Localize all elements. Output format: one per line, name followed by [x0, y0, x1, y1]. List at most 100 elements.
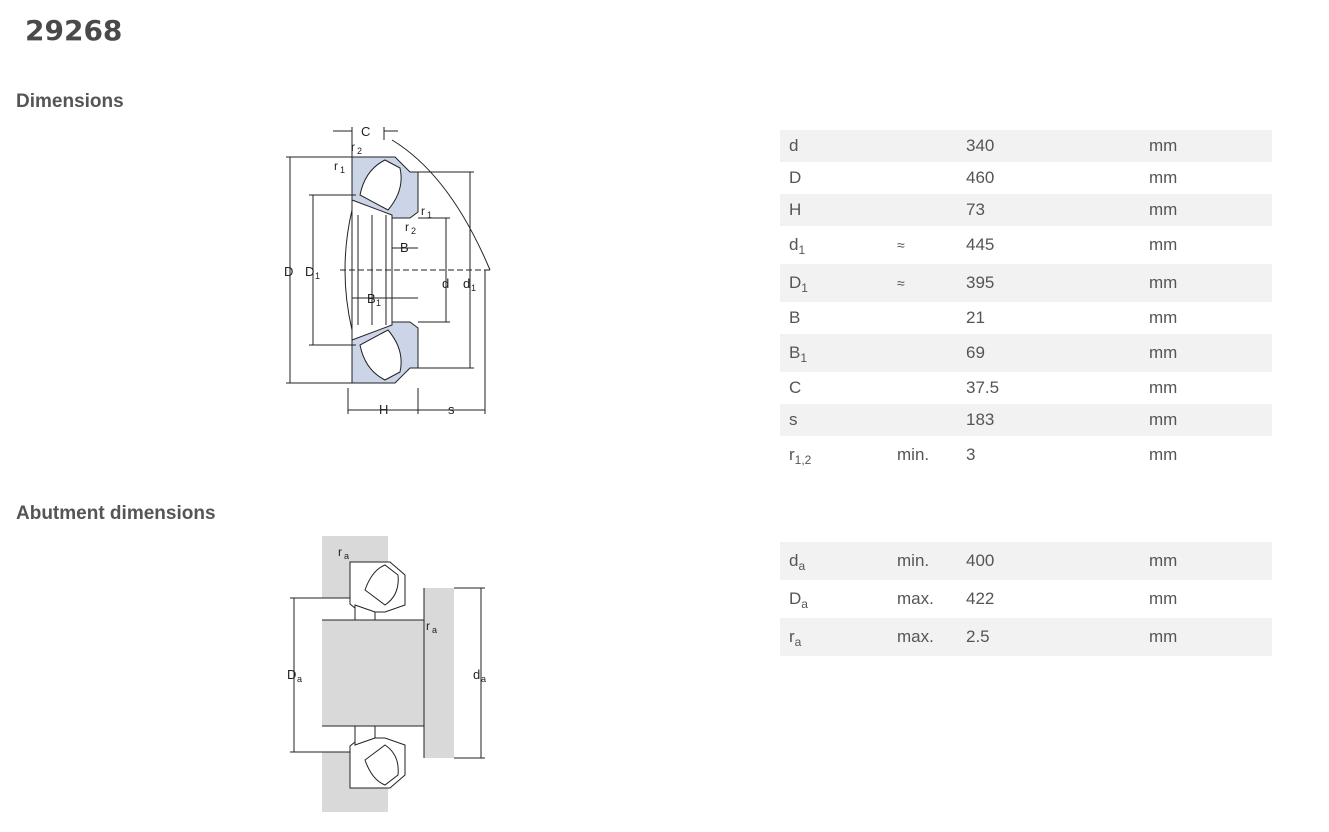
symbol-cell: C [780, 372, 888, 404]
label-da: d [473, 667, 480, 682]
value-cell: 460 [966, 168, 995, 187]
symbol: s [789, 410, 798, 429]
unit-cell: mm [1140, 404, 1272, 436]
label-r2-top-sub: 2 [357, 146, 362, 156]
table-row: d1 ≈445 mm [780, 226, 1272, 264]
symbol-cell: da [780, 542, 888, 580]
unit-cell: mm [1149, 445, 1178, 464]
label-r2-right: r [405, 220, 409, 234]
unit-cell: mm [1140, 264, 1272, 302]
symbol-subscript: 1,2 [794, 453, 812, 467]
symbol: H [789, 200, 802, 219]
symbol: d [789, 235, 799, 254]
label-H: H [379, 402, 388, 417]
abutment-labels: r a r a D a d a [287, 545, 486, 684]
unit-cell: mm [1149, 378, 1178, 397]
qualifier-cell: min. [888, 542, 957, 580]
abutment-dimensions-heading: Abutment dimensions [16, 503, 216, 524]
symbol: r [789, 627, 795, 646]
symbol: D [789, 589, 802, 608]
qualifier-cell [888, 404, 957, 436]
table-row: D 460 mm [780, 162, 1272, 194]
label-B1-sub: 1 [376, 298, 381, 308]
symbol-cell: Da [780, 580, 888, 618]
symbol: C [789, 378, 802, 397]
label-r2-top: r [351, 140, 355, 154]
label-r1-right-sub: 1 [427, 210, 432, 220]
unit-cell: mm [1140, 618, 1272, 656]
qualifier-cell: max. [888, 580, 957, 618]
symbol-subscript: 1 [800, 351, 808, 365]
qualifier: max. [897, 589, 934, 608]
symbol: r [789, 445, 795, 464]
symbol-cell: D [780, 162, 888, 194]
label-D: D [284, 264, 293, 279]
unit-cell: mm [1140, 194, 1272, 226]
symbol-cell: d [780, 130, 888, 162]
value-cell: 73 [957, 194, 1140, 226]
qualifier-cell [888, 334, 957, 372]
label-ra-right: r [426, 619, 430, 633]
unit-cell: mm [1140, 542, 1272, 580]
symbol-subscript: 1 [801, 281, 808, 295]
label-r1-right: r [421, 204, 425, 218]
qualifier-cell [888, 162, 957, 194]
unit-cell: mm [1140, 334, 1272, 372]
symbol: D [789, 273, 802, 292]
value-cell: 2.5 [957, 618, 1140, 656]
symbol: B [789, 343, 801, 362]
label-d1-sub: 1 [471, 283, 476, 293]
label-B: B [400, 240, 409, 255]
qualifier-cell: min. [888, 436, 957, 474]
qualifier-cell [888, 302, 957, 334]
unit-cell: mm [1149, 589, 1178, 608]
symbol-cell: H [780, 194, 888, 226]
label-ra-right-sub: a [432, 625, 437, 635]
qualifier-cell [888, 372, 957, 404]
bearing-geometry [286, 127, 491, 414]
symbol: d [789, 551, 799, 570]
value-cell: 21 [966, 308, 985, 327]
symbol-cell: s [780, 404, 888, 436]
value-cell: 395 [957, 264, 1140, 302]
value-cell: 445 [966, 235, 995, 254]
label-r1-left: r [334, 159, 338, 173]
label-Da: D [287, 667, 296, 682]
qualifier-cell [888, 194, 957, 226]
value-cell: 69 [957, 334, 1140, 372]
unit-cell: mm [1149, 308, 1178, 327]
bearing-labels: C r 2 r 1 r 1 r 2 B D D 1 d d 1 B 1 H s [284, 124, 476, 417]
symbol-subscript: a [794, 635, 802, 649]
table-row: B 21 mm [780, 302, 1272, 334]
qualifier-cell: ≈ [888, 226, 957, 264]
symbol: D [789, 168, 802, 187]
label-C: C [361, 124, 370, 139]
value-cell: 183 [957, 404, 1140, 436]
label-d: d [442, 276, 449, 291]
symbol: B [789, 308, 801, 327]
bearing-dimensions-drawing: C r 2 r 1 r 1 r 2 B D D 1 d d 1 B 1 H s [284, 124, 491, 417]
symbol-subscript: a [801, 597, 808, 611]
symbol-subscript: 1 [798, 243, 806, 257]
unit-cell: mm [1149, 235, 1178, 254]
unit-cell: mm [1149, 168, 1178, 187]
label-s: s [448, 402, 455, 417]
qualifier: ≈ [897, 275, 905, 291]
qualifier-cell: ≈ [888, 264, 957, 302]
label-B1: B [367, 291, 376, 306]
qualifier: min. [897, 445, 930, 464]
page-title: 29268 [25, 14, 123, 47]
qualifier: ≈ [897, 237, 905, 253]
qualifier-cell: max. [888, 618, 957, 656]
label-r1-left-sub: 1 [340, 165, 345, 175]
